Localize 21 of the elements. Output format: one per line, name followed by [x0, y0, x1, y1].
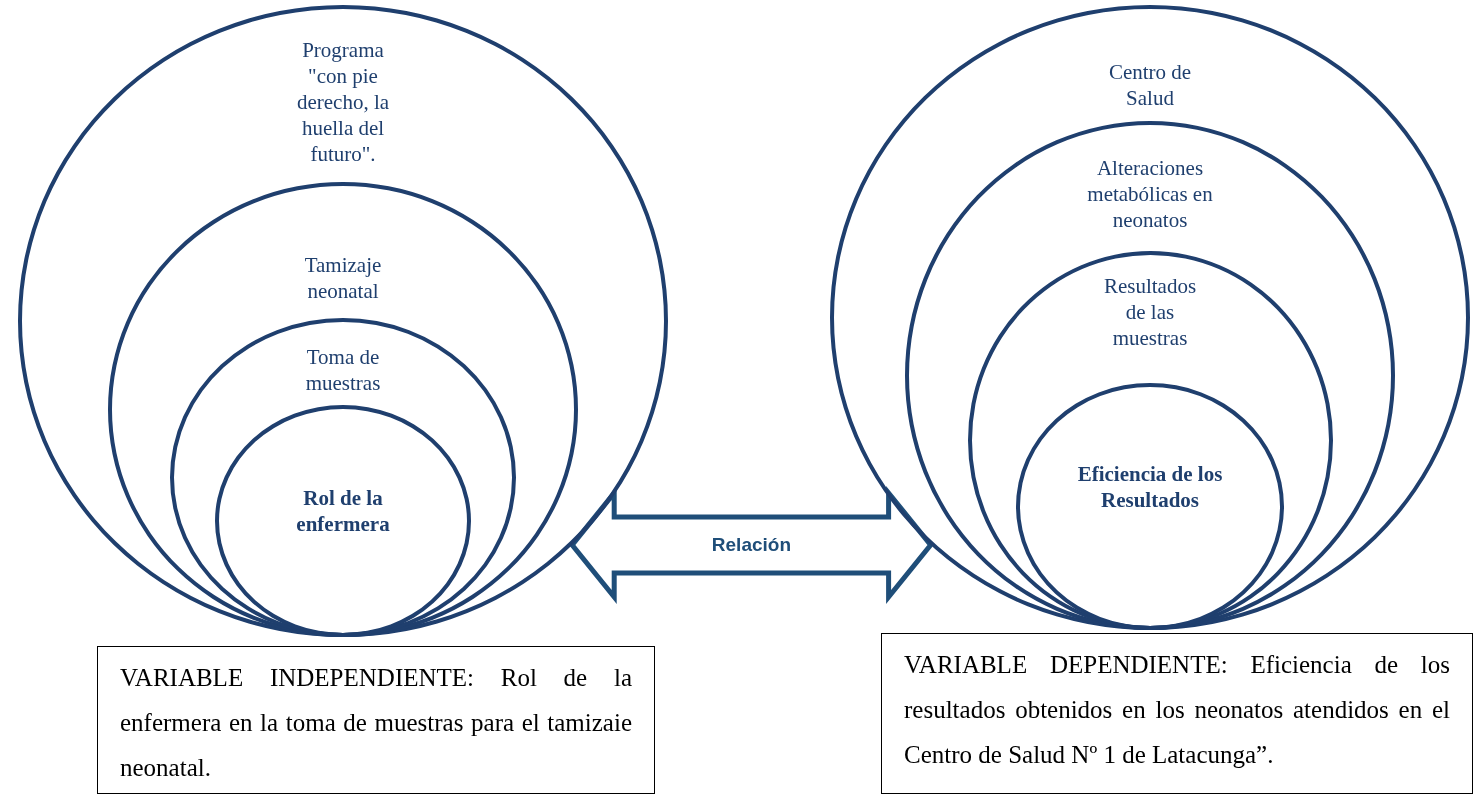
double-block-arrow — [569, 485, 934, 605]
nested-circle — [170, 318, 516, 637]
circle-label: Resultados de las muestras — [1102, 273, 1198, 351]
nested-circle — [18, 5, 668, 637]
circle-label: Alteraciones metabólicas en neonatos — [1086, 155, 1214, 233]
nested-circle — [108, 182, 578, 637]
nested-circle — [215, 405, 471, 637]
nested-circle — [905, 121, 1395, 630]
circle-label: Centro de Salud — [1107, 59, 1193, 111]
nested-circle — [967, 251, 1333, 630]
variable-description: VARIABLE INDEPENDIENTE: Rol de la enfermera en la toma de muestras para el tamizaie neonatal. — [120, 663, 632, 783]
circle-label: Tamizaje neonatal — [303, 252, 383, 304]
nested-circle — [830, 5, 1470, 630]
nested-circle — [1016, 383, 1284, 630]
circle-label: Programa "con pie derecho, la huella del futuro". — [295, 37, 391, 167]
circle-label: Rol de la enfermera — [295, 485, 391, 537]
variable-description: VARIABLE DEPENDIENTE: Eficiencia de los resultados obtenidos en los neonatos atendidos en el Centro de Salud Nº 1 de Latacunga”. — [904, 650, 1450, 770]
circle-label: Toma de muestras — [304, 344, 382, 396]
variable-box — [881, 633, 1473, 794]
circle-label: Eficiencia de los Resultados — [1076, 461, 1224, 513]
variable-box — [97, 646, 655, 794]
